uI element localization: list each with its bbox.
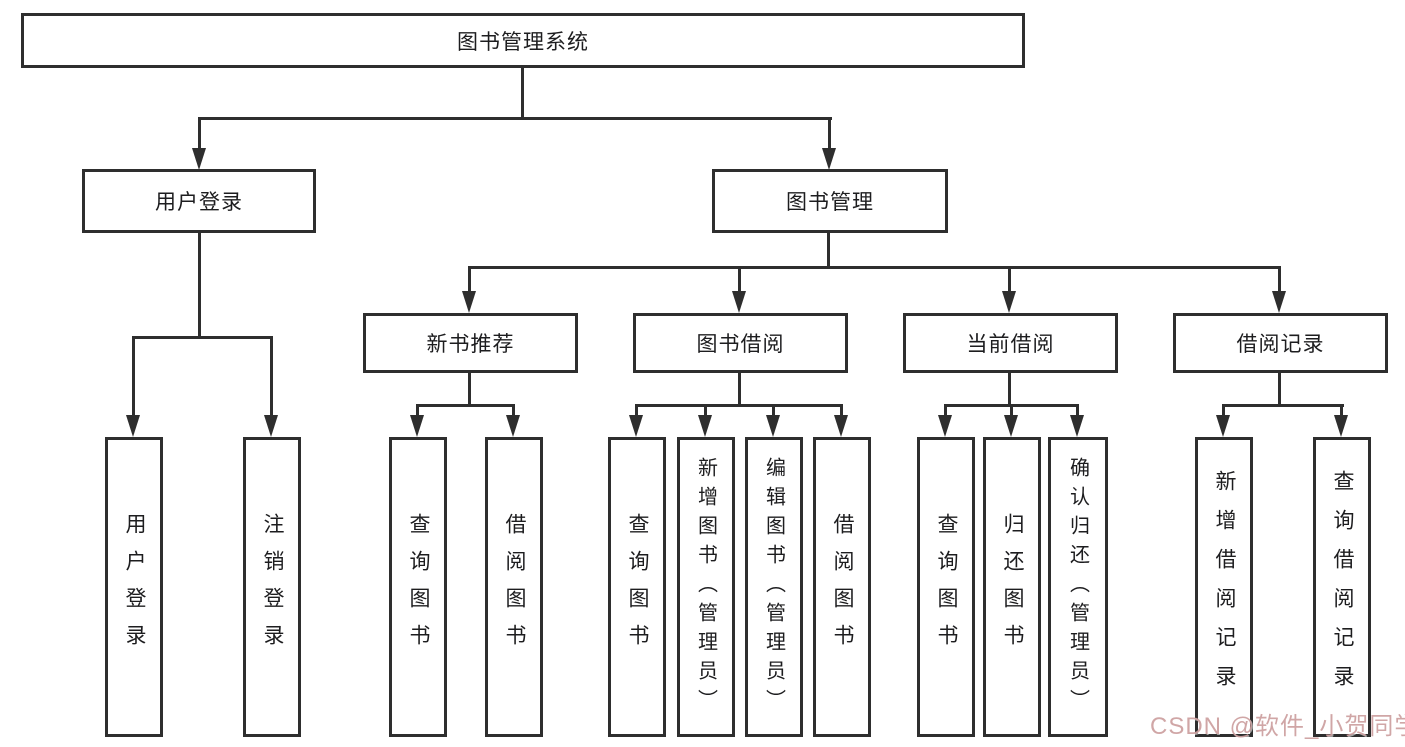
connector-borrow-record-stem: [1278, 373, 1281, 407]
connector-to-current-borrow: [1008, 266, 1011, 294]
node-new-book-recommend: 新书推荐: [363, 313, 578, 373]
leaf-add-borrow-record-label: 新增借阅记录: [1213, 470, 1236, 704]
arrowhead-borrow-record-icon: [1272, 291, 1286, 313]
leaf-add-borrow-record: 新增借阅记录: [1195, 437, 1253, 737]
arrowhead-book-borrow-icon: [732, 291, 746, 313]
connector-to-leaf-query-book-recommend: [416, 404, 419, 418]
leaf-edit-book-admin-label: 编辑图书（管理员）: [762, 456, 785, 718]
node-current-borrow: 当前借阅: [903, 313, 1118, 373]
connector-to-leaf-query-book-borrow: [635, 404, 638, 418]
connector-to-borrow-record: [1278, 266, 1281, 294]
leaf-add-book-admin-label: 新增图书（管理员）: [694, 456, 717, 718]
arrowhead-book-management-icon: [822, 148, 836, 170]
connector-book-management-stem: [827, 233, 830, 269]
arrowhead-leaf-add-record-icon: [1216, 415, 1230, 437]
csdn-watermark: CSDN @软件_小贺同学: [1150, 713, 1405, 740]
node-book-management-label: 图书管理: [786, 191, 874, 214]
leaf-add-book-admin: 新增图书（管理员）: [677, 437, 735, 737]
arrowhead-leaf-user-login-icon: [126, 415, 140, 437]
node-book-borrow: 图书借阅: [633, 313, 848, 373]
connector-to-user-login: [198, 117, 201, 153]
arrowhead-leaf-query-record-icon: [1334, 415, 1348, 437]
connector-to-leaf-add-record: [1222, 404, 1225, 418]
connector-borrow-record-hline: [1222, 404, 1344, 407]
leaf-edit-book-admin: 编辑图书（管理员）: [745, 437, 803, 737]
connector-to-leaf-query-record: [1340, 404, 1343, 418]
connector-to-book-management: [828, 117, 831, 153]
leaf-logout-label: 注销登录: [261, 513, 284, 661]
node-book-management: 图书管理: [712, 169, 948, 233]
connector-user-login-stem: [198, 233, 201, 339]
leaf-borrow-book-recommend: 借阅图书: [485, 437, 543, 737]
arrowhead-current-borrow-icon: [1002, 291, 1016, 313]
arrowhead-leaf-query-book-recommend-icon: [410, 415, 424, 437]
connector-user-login-hline: [132, 336, 273, 339]
leaf-query-book-current-label: 查询图书: [935, 513, 958, 661]
connector-current-borrow-stem: [1008, 373, 1011, 407]
node-book-borrow-label: 图书借阅: [696, 333, 785, 356]
arrowhead-leaf-borrow-book-icon: [834, 415, 848, 437]
leaf-user-login-label: 用户登录: [123, 513, 146, 661]
node-current-borrow-label: 当前借阅: [966, 333, 1055, 356]
connector-to-new-book-recommend: [468, 266, 471, 294]
leaf-query-book-borrow-label: 查询图书: [626, 513, 649, 661]
arrowhead-leaf-return-book-icon: [1004, 415, 1018, 437]
connector-to-book-borrow: [738, 266, 741, 294]
node-root: 图书管理系统: [21, 13, 1025, 68]
node-new-book-recommend-label: 新书推荐: [426, 333, 515, 356]
connector-to-leaf-edit-book: [772, 404, 775, 418]
leaf-query-book-recommend-label: 查询图书: [407, 513, 430, 661]
connector-to-leaf-logout: [270, 336, 273, 418]
arrowhead-leaf-logout-icon: [264, 415, 278, 437]
arrowhead-leaf-borrow-book-recommend-icon: [506, 415, 520, 437]
leaf-borrow-book-recommend-label: 借阅图书: [503, 513, 526, 661]
arrowhead-leaf-query-book-current-icon: [938, 415, 952, 437]
connector-to-leaf-add-book: [704, 404, 707, 418]
leaf-query-book-current: 查询图书: [917, 437, 975, 737]
connector-book-management-hline: [468, 266, 1281, 269]
node-root-label: 图书管理系统: [457, 30, 589, 54]
leaf-query-borrow-record-label: 查询借阅记录: [1331, 470, 1354, 704]
connector-book-borrow-stem: [738, 373, 741, 407]
leaf-query-borrow-record: 查询借阅记录: [1313, 437, 1371, 737]
node-borrow-record: 借阅记录: [1173, 313, 1388, 373]
arrowhead-leaf-edit-book-icon: [766, 415, 780, 437]
node-user-login-label: 用户登录: [155, 191, 243, 214]
connector-to-leaf-query-book-current: [944, 404, 947, 418]
connector-new-book-recommend-stem: [468, 373, 471, 407]
leaf-user-login: 用户登录: [105, 437, 163, 737]
connector-to-leaf-return-book: [1010, 404, 1013, 418]
connector-to-leaf-user-login: [132, 336, 135, 418]
connector-to-leaf-borrow-book-recommend: [512, 404, 515, 418]
arrowhead-leaf-confirm-return-icon: [1070, 415, 1084, 437]
arrowhead-user-login-icon: [192, 148, 206, 170]
connector-root-stem: [521, 68, 524, 119]
leaf-query-book-recommend: 查询图书: [389, 437, 447, 737]
connector-to-leaf-borrow-book: [840, 404, 843, 418]
arrowhead-new-book-recommend-icon: [462, 291, 476, 313]
node-user-login: 用户登录: [82, 169, 316, 233]
arrowhead-leaf-add-book-icon: [698, 415, 712, 437]
leaf-confirm-return-admin: 确认归还（管理员）: [1048, 437, 1108, 737]
leaf-borrow-book: 借阅图书: [813, 437, 871, 737]
leaf-return-book: 归还图书: [983, 437, 1041, 737]
leaf-borrow-book-label: 借阅图书: [831, 513, 854, 661]
leaf-confirm-return-admin-label: 确认归还（管理员）: [1066, 456, 1089, 718]
arrowhead-leaf-query-book-borrow-icon: [629, 415, 643, 437]
connector-book-borrow-hline: [635, 404, 843, 407]
connector-to-leaf-confirm-return: [1076, 404, 1079, 418]
leaf-logout: 注销登录: [243, 437, 301, 737]
leaf-return-book-label: 归还图书: [1001, 513, 1024, 661]
node-borrow-record-label: 借阅记录: [1236, 333, 1325, 356]
connector-new-book-recommend-hline: [416, 404, 515, 407]
connector-root-hline: [198, 117, 832, 120]
leaf-query-book-borrow: 查询图书: [608, 437, 666, 737]
